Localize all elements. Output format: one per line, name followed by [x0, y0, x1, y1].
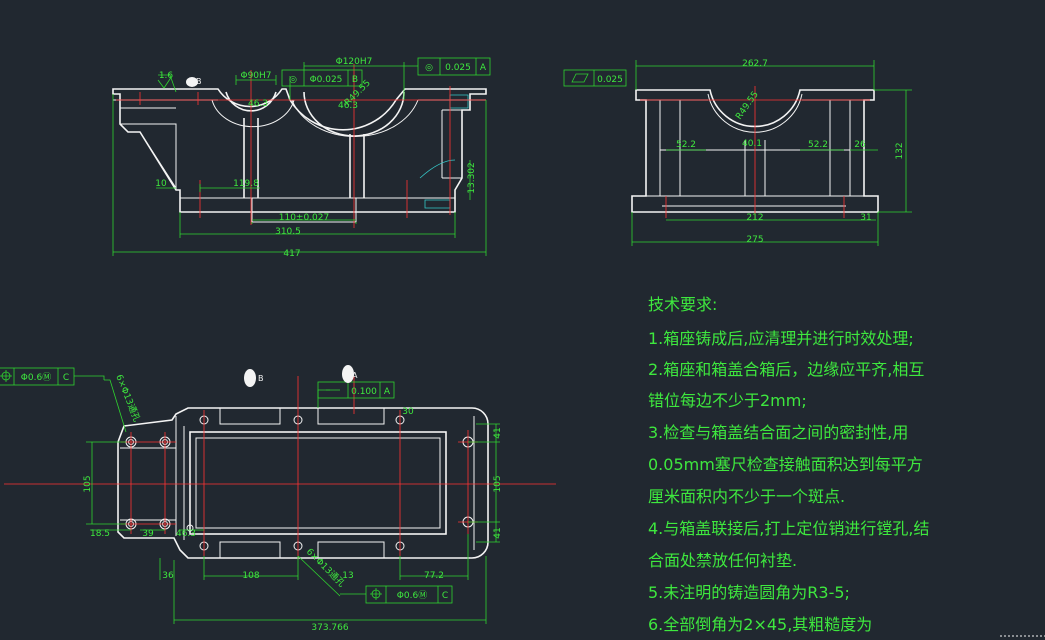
svg-text:B: B — [258, 374, 264, 383]
note-holes-left: 6×Φ13通孔 — [113, 373, 142, 423]
dim-13-302: 13.302 — [467, 162, 477, 194]
svg-text:A: A — [384, 387, 391, 397]
svg-text:0.100: 0.100 — [351, 387, 377, 397]
dim-18-5: 18.5 — [90, 529, 110, 539]
datum-mark-plan-b: B — [244, 369, 264, 387]
dim-40-1: 40.1 — [742, 139, 762, 149]
dim-46-3b: 46.3 — [338, 101, 358, 111]
tech-notes-title: 技术要求: — [648, 295, 717, 314]
dim-41-top: 41 — [493, 427, 503, 438]
front-view-right-wall — [441, 109, 462, 179]
dim-36: 36 — [162, 571, 174, 581]
front-view-dim-lines — [112, 62, 487, 256]
datum-mark-plan-a: A — [342, 365, 358, 383]
dim-46-3-plan: 46.3 — [176, 529, 196, 539]
tolerance-frame-coax-large: ◎ 0.025 A — [417, 57, 491, 76]
svg-text:◎: ◎ — [425, 63, 433, 73]
dim-46-3: 46.3 — [248, 99, 268, 109]
dim-310-5: 310.5 — [275, 227, 301, 237]
svg-text:Φ0.6Ⓜ: Φ0.6Ⓜ — [397, 590, 427, 601]
dim-52-2a: 52.2 — [676, 140, 696, 150]
dim-105-left: 105 — [83, 475, 93, 492]
dim-52-2b: 52.2 — [808, 140, 828, 150]
roughness-symbol — [157, 75, 173, 89]
svg-text:◎: ◎ — [289, 75, 297, 85]
plan-view-ribs — [120, 447, 176, 521]
dim-r49-side: R49.55 — [734, 90, 761, 122]
svg-text:Φ0.6Ⓜ: Φ0.6Ⓜ — [21, 372, 51, 383]
dim-275: 275 — [746, 235, 763, 245]
tech-note-line: 0.05mm塞尺检查接触面积达到每平方 — [648, 455, 923, 474]
tech-note-line: 2.箱座和箱盖合箱后，边缘应平齐,相互 — [648, 360, 924, 379]
front-view-base — [180, 197, 455, 223]
plan-view-cavity-inner — [195, 437, 441, 529]
tolerance-frame-position-top: Φ0.6Ⓜ C — [0, 367, 105, 386]
svg-text:A: A — [480, 63, 487, 73]
dim-phi120: Φ120H7 — [336, 57, 373, 67]
tech-note-line: 6.全部倒角为2×45,其粗糙度为 — [648, 615, 872, 634]
plan-view: 373.766 108 77.2 36 105 105 41 41 18.5 3… — [0, 365, 556, 633]
plan-view-cavity — [189, 431, 447, 535]
svg-text:B: B — [352, 75, 358, 85]
dim-26: 26 — [854, 140, 866, 150]
dim-10: 10 — [155, 179, 167, 189]
tech-note-line: 1.箱座铸成后,应清理并进行时效处理; — [648, 329, 914, 348]
tech-note-line: 3.检查与箱盖结合面之间的密封性,用 — [648, 423, 908, 442]
svg-text:A: A — [352, 371, 358, 380]
dim-77-2: 77.2 — [424, 571, 444, 581]
dim-262-7: 262.7 — [742, 59, 768, 69]
dim-105-right: 105 — [493, 475, 503, 492]
dim-30: 30 — [402, 407, 414, 417]
svg-text:Φ0.025: Φ0.025 — [310, 75, 343, 85]
dim-417: 417 — [283, 249, 300, 259]
plan-view-dim-lines — [86, 379, 500, 624]
tech-note-line: 5.未注明的铸造圆角为R3-5; — [648, 583, 850, 602]
datum-mark-b: B — [186, 77, 202, 87]
svg-text:B: B — [196, 77, 202, 86]
svg-text:C: C — [442, 591, 448, 601]
svg-text:0.025: 0.025 — [445, 63, 471, 73]
svg-text:C: C — [63, 373, 69, 383]
front-view-left-flange — [120, 107, 177, 190]
tolerance-frame-coax-small: ◎ Φ0.025 B — [281, 69, 363, 87]
front-view-rib-left — [243, 118, 259, 198]
tech-note-line: 4.与箱盖联接后,打上定位销进行镗孔,结 — [648, 519, 929, 538]
side-view-dim-lines — [631, 60, 912, 246]
tech-note-line: 合面处禁放任何衬垫. — [648, 551, 797, 570]
tolerance-frame-position-bottom: Φ0.6Ⓜ C — [340, 585, 453, 604]
tech-note-line: 错位每边不少于2mm; — [648, 391, 807, 410]
tolerance-frame-flat: 0.100 A — [317, 381, 395, 399]
side-view-outline — [631, 89, 879, 213]
svg-text:0.025: 0.025 — [597, 75, 623, 85]
side-view-centerlines — [640, 86, 870, 220]
plan-view-centerlines — [4, 376, 556, 560]
dim-39: 39 — [142, 529, 154, 539]
plan-view-outline — [117, 407, 489, 559]
front-view-bore-outer — [211, 99, 419, 137]
dim-119-8: 119.8 — [233, 179, 259, 189]
dim-132: 132 — [895, 142, 905, 159]
front-view-outline — [112, 88, 487, 213]
dim-110: 110±0.027 — [279, 213, 329, 223]
front-view-rib-right — [349, 134, 365, 198]
front-view-centerlines — [116, 64, 486, 228]
plan-view-flange-inner — [175, 408, 475, 558]
side-view: 262.7 275 212 132 52.2 52.2 26 31 R49.55… — [563, 59, 912, 246]
front-view: 417 310.5 119.8 110±0.027 13.302 10 46.3… — [112, 57, 491, 259]
dim-31: 31 — [860, 213, 871, 223]
dim-373-766: 373.766 — [311, 623, 348, 633]
front-view-hatch — [419, 94, 469, 209]
roughness-1-6: 1.6 — [159, 71, 174, 81]
dim-212: 212 — [746, 213, 763, 223]
dim-41-bot: 41 — [493, 527, 503, 538]
dim-108: 108 — [242, 571, 259, 581]
dim-phi90: Φ90H7 — [240, 71, 271, 81]
dim-13: 13 — [342, 571, 353, 581]
tech-notes: 技术要求: 1.箱座铸成后,应清理并进行时效处理; 2.箱座和箱盖合箱后，边缘应… — [648, 295, 929, 634]
tolerance-frame-flatness: 0.025 — [563, 69, 627, 87]
tech-note-line: 厘米面积内不少于一个斑点. — [648, 487, 845, 506]
